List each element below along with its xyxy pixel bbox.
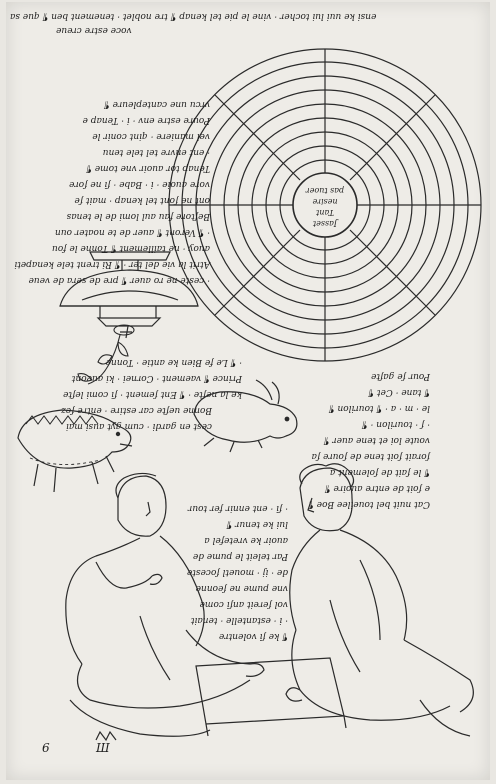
center-text-2: Tant xyxy=(315,208,334,217)
folio-mark-glyph: Ш xyxy=(95,741,110,755)
text-lower-line: ¶ ke ſi volentre xyxy=(219,631,288,641)
right-figure-drawing xyxy=(285,463,474,737)
text-block-middle: cest en gardi · cum gyt ausi mai Bonne u… xyxy=(61,357,243,431)
text-upper-line: vel maniere · qint conir le xyxy=(92,131,210,141)
cantepleure-drawing xyxy=(59,251,199,339)
text-center-line: ¶ le ſait de ſolement a xyxy=(330,467,430,477)
text-block-center: Cat nuit bel toueilee Boe ¶ e ſoit de en… xyxy=(308,371,431,509)
text-center-line: ¶ tane · Cet ¶ xyxy=(368,387,430,397)
text-lower-line: vne pume ne ſeonne xyxy=(196,583,288,593)
text-center-line: · ſ · tourilon · ¶ xyxy=(362,419,430,429)
text-center-line: ſorait ſoit tene de ſoure ſa xyxy=(312,451,432,461)
text-lower-line: de · ij · mouetl ſoceste xyxy=(187,567,288,577)
game-board-drawing xyxy=(195,657,347,737)
text-upper-line: vore auoie · i · Babe · ſi ne ſore xyxy=(69,179,210,189)
text-block-upper: · ceste ne ro auer ¶ pre de sera de veue… xyxy=(14,99,211,285)
text-upper-line: · ceste ne ro auer ¶ pre de sera de veue xyxy=(29,275,210,285)
text-upper-line: Tenap tor auoir vne tome ¶ xyxy=(86,163,210,173)
center-text-4: pas tuoer xyxy=(305,186,344,195)
text-block-lower: ¶ ke ſi volentre · i · estantelle · tena… xyxy=(187,503,289,641)
text-center-line: Cat nuit bel toueilee Boe ¶ xyxy=(308,499,430,509)
text-upper-line: vrcu une cantepleure ¶ xyxy=(104,99,210,109)
text-lower-line: lui ke tenur ¶ xyxy=(226,519,288,529)
text-upper-line: Atrit la vie del ter · ¶ Ri trent tele k… xyxy=(14,259,211,269)
text-middle-line: cest en gardi · cum gyt ausi mai xyxy=(66,421,212,431)
center-text-1: Jasset xyxy=(312,219,339,228)
center-text-3: nesire xyxy=(312,197,337,206)
text-upper-line: · ent envre tel tele tenu xyxy=(103,147,210,157)
text-lower-line: Par teleit le pume de xyxy=(193,551,289,561)
text-upper-line: ont ne ſont tel kenap · mait ſe xyxy=(74,195,210,205)
text-middle-line: Prince ¶ vaement · Cornei · ki aueont xyxy=(71,373,243,383)
text-upper-line: Poure estre env · i · Tenap e xyxy=(83,115,211,125)
labyrinth-diagram xyxy=(168,48,482,362)
text-lower-line: · ſi · ent ennir fer tour xyxy=(187,503,288,513)
parchment-sheet xyxy=(6,2,490,780)
text-upper-line: Beſtore fau aul lomi de le tenas xyxy=(66,211,211,221)
fruit-branch-drawing xyxy=(77,324,135,385)
text-center-line: e ſoit de entre auoire ¶ xyxy=(325,483,430,493)
text-center-line: le · m · a · ¶ tourilon ¶ xyxy=(329,403,430,413)
labyrinth-center-inscription: Jasset Tant nesire pas tuoer xyxy=(305,186,344,228)
text-center-line: Pour ſe gaſte xyxy=(371,371,431,381)
text-upper-line: auoy · ne taillement ¶ Tonne le fou xyxy=(52,243,210,253)
text-lower-line: auoir ke vretefel a xyxy=(204,535,288,545)
text-middle-line: ke la nefte · ¶ Ent ſement · ſi comi leſ… xyxy=(63,389,242,399)
description-line-2: ensi ke uui lui tocher · vine le pie tel… xyxy=(10,11,376,21)
text-middle-line: Bonne ueſte car estire · entre ſez xyxy=(61,405,213,415)
left-figure-drawing xyxy=(65,472,265,742)
text-lower-line: · i · estantelle · tenait xyxy=(191,615,288,625)
text-upper-line: · ¶ Veront ¶ auer de te noater oun xyxy=(55,227,210,237)
hare-drawing xyxy=(193,379,298,453)
text-center-line: voute loi et tene auer ¶ xyxy=(323,435,430,445)
text-middle-line: · ¶ Le fe Bien ke antie · Tonne xyxy=(106,357,242,367)
text-lower-line: vol ſereit anſi come xyxy=(200,599,288,609)
boar-drawing xyxy=(17,409,133,493)
folio-mark-left: 6 xyxy=(42,741,50,755)
description-line-1: voce estre creue xyxy=(56,25,132,35)
